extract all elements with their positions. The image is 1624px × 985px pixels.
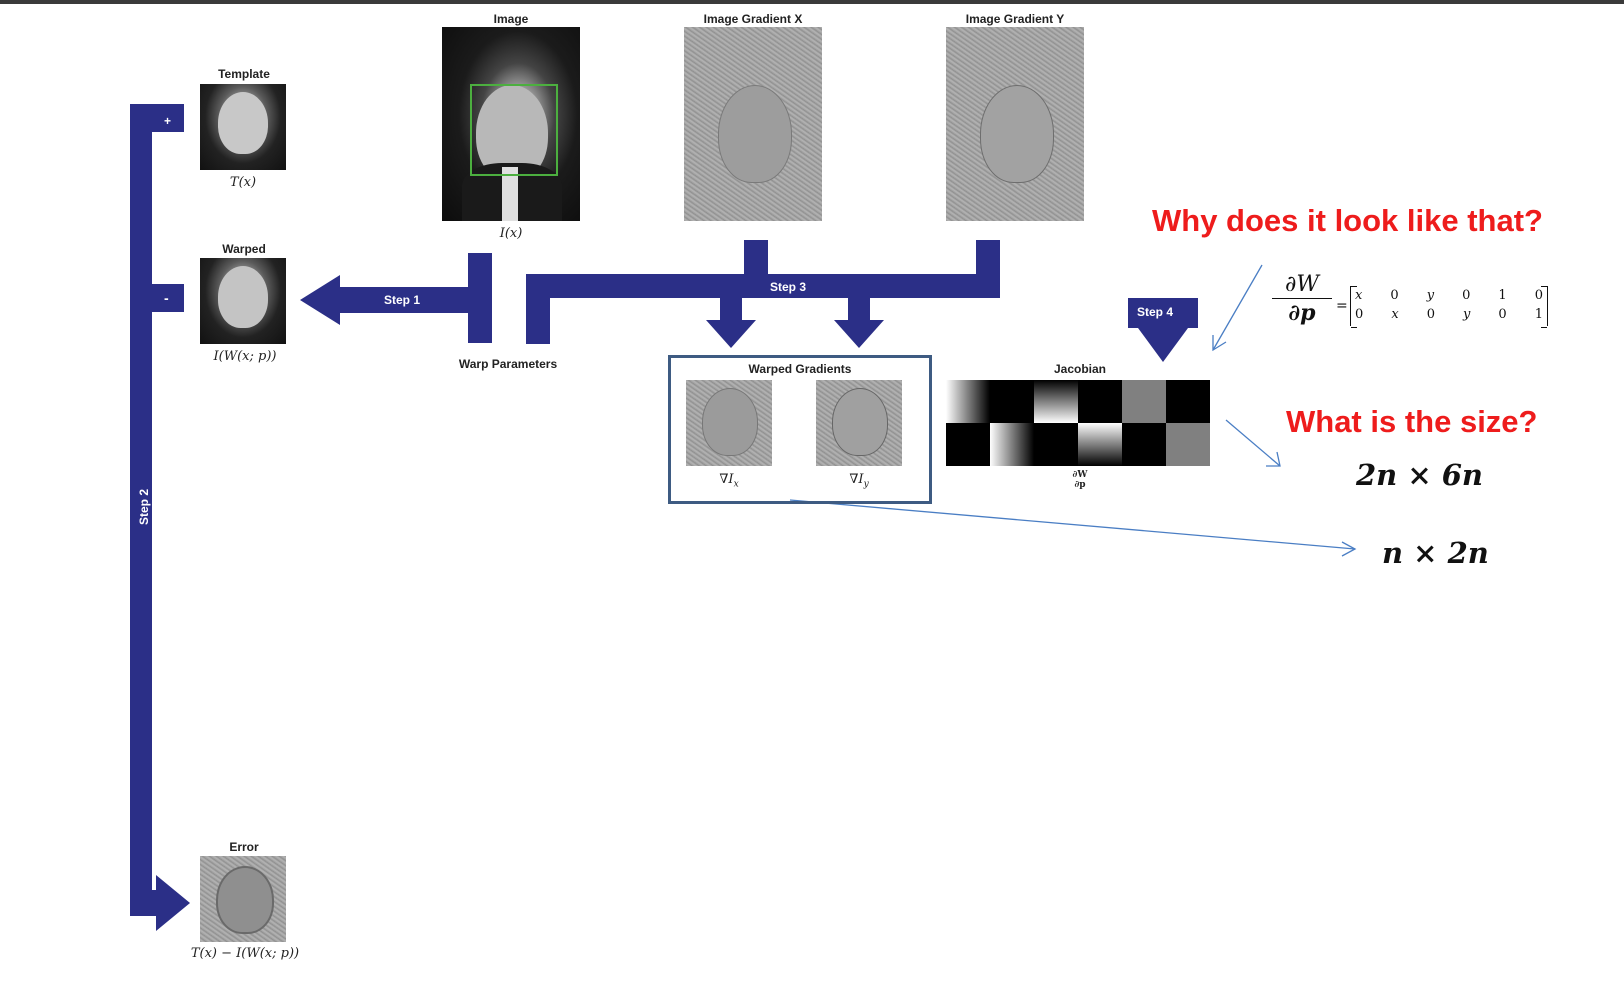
warped-gradient-y-image (816, 380, 902, 466)
step4-arrow (1128, 298, 1198, 362)
error-math: T(x) − I(W(x; p)) (190, 946, 300, 961)
error-title: Error (229, 840, 259, 854)
formula-fraction: ∂W ∂p (1272, 272, 1332, 326)
step1-arrow (300, 253, 492, 343)
step4-label: Step 4 (1137, 305, 1174, 319)
gradient-x-image (684, 27, 822, 221)
gradient-y-image (946, 27, 1084, 221)
step3-bracket (526, 240, 1000, 348)
plus-sign: + (164, 114, 172, 128)
gradient-size: n × 2n (1382, 536, 1489, 570)
warped-gradients-frame (668, 355, 932, 504)
formula-equals: = (1336, 298, 1348, 314)
jacobian-matrix-visual (946, 380, 1210, 466)
step2-bracket (130, 104, 190, 931)
grad-iy-math: ∇Iy (849, 472, 869, 490)
minus-sign: - (164, 290, 169, 306)
warped-gradient-x-image (686, 380, 772, 466)
template-math: T(x) (229, 175, 257, 190)
gradient-x-title: Image Gradient X (703, 12, 803, 26)
jacobian-size: 2n × 6n (1356, 458, 1484, 492)
grad-ix-math: ∇Ix (719, 472, 739, 490)
warped-title: Warped (222, 242, 266, 256)
formula-numerator: ∂W (1272, 272, 1332, 299)
image-math: I(x) (499, 226, 523, 241)
question-size: What is the size? (1286, 404, 1538, 439)
step1-label: Step 1 (384, 293, 421, 307)
image-photo (442, 27, 580, 221)
jacobian-title: Jacobian (1053, 362, 1107, 376)
gradient-y-title: Image Gradient Y (965, 12, 1065, 26)
error-image (200, 856, 286, 942)
image-title: Image (493, 12, 529, 26)
formula-denominator: ∂p (1288, 300, 1316, 326)
warped-gradients-title: Warped Gradients (748, 362, 852, 376)
warped-math: I(W(x; p)) (213, 349, 277, 364)
jacobian-math: ∂W ∂p (1072, 470, 1088, 490)
warp-parameters-label: Warp Parameters (458, 357, 558, 371)
annotation-lines (789, 264, 1357, 557)
step3-label: Step 3 (770, 280, 807, 294)
warped-image (200, 258, 286, 344)
step2-label: Step 2 (137, 489, 151, 526)
template-title: Template (218, 67, 270, 81)
question-why: Why does it look like that? (1152, 203, 1543, 238)
template-image (200, 84, 286, 170)
top-border (0, 0, 1624, 4)
